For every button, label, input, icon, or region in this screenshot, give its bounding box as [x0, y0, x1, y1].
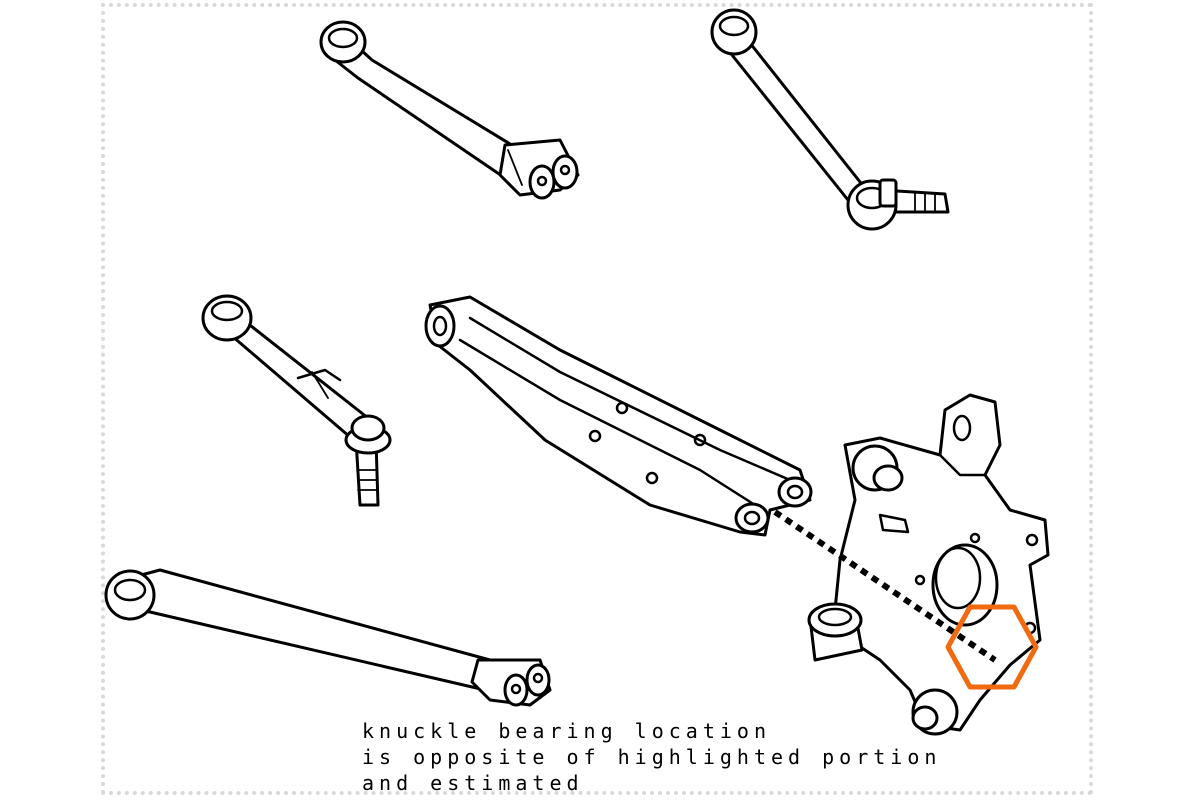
- caption-line-1: knuckle bearing location: [362, 719, 771, 743]
- diagram-frame: [101, 3, 1093, 795]
- lower-control-arm: [104, 568, 552, 707]
- camber-link-arm: [201, 294, 392, 507]
- toe-link-arm: [710, 8, 950, 231]
- highlight-hexagon: [945, 604, 1039, 690]
- caption-text: knuckle bearing location is opposite of …: [362, 718, 982, 796]
- lower-trailing-arm: [424, 295, 813, 537]
- steering-knuckle: [807, 393, 1050, 736]
- upper-control-arm: [319, 20, 580, 200]
- caption-line-2: is opposite of highlighted portion: [362, 745, 942, 769]
- dotted-connector-line: [773, 509, 997, 663]
- caption-line-3: and estimated: [362, 771, 584, 795]
